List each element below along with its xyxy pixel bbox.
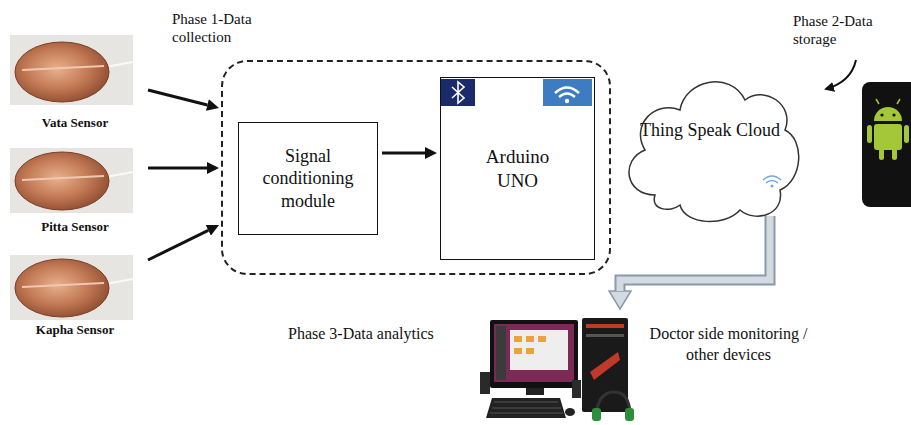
android-head: [874, 107, 902, 121]
bluetooth-icon: [441, 79, 475, 106]
launcher-bar: [496, 326, 506, 380]
connector-arrow: [382, 153, 425, 154]
bluetooth-rune: [452, 82, 464, 103]
drive-bay: [586, 334, 624, 337]
connector-arrow: [148, 168, 207, 169]
monitor-screen: [494, 324, 574, 382]
connector-arrow: [148, 90, 207, 105]
sensor-node: Vata Sensor: [5, 33, 145, 131]
android-arm: [904, 125, 909, 143]
photo-ground: [10, 148, 133, 213]
sensor-label: Pitta Sensor: [41, 219, 109, 235]
computer-node: Doctor side monitoring / other devices: [488, 312, 823, 422]
photo-ground: [10, 35, 133, 105]
monitor-frame: [490, 320, 578, 388]
wifi-dot: [771, 185, 774, 188]
sensor-photo: [10, 148, 133, 213]
phase-label: Phase 2-Data storage: [793, 12, 893, 48]
android-eye: [892, 113, 895, 116]
window: [510, 330, 568, 370]
wifi-dot: [565, 99, 569, 103]
folder-icon: [514, 336, 522, 342]
icon-ground: [543, 79, 592, 106]
sensor-label: Vata Sensor: [42, 115, 108, 131]
android-body: [874, 124, 902, 150]
android-antenna: [876, 99, 879, 104]
node-label: Thing Speak Cloud: [640, 120, 780, 142]
connector-line: [148, 230, 208, 260]
wifi-icon: [543, 79, 592, 106]
folder-icon: [526, 336, 534, 342]
connector-arrow: [620, 216, 770, 291]
copper-disc: [15, 259, 109, 317]
folder-icon: [526, 348, 534, 354]
photo-ground: [10, 255, 133, 320]
speaker: [480, 372, 490, 394]
wifi-arc: [559, 94, 575, 98]
monitor-stand: [526, 388, 544, 395]
phone-body: [862, 82, 911, 207]
phase-label: Phase 3-Data analytics: [288, 324, 434, 343]
wifi-arc: [763, 176, 781, 180]
node-label: Doctor side monitoring / other devices: [646, 324, 811, 366]
node-label: Signal conditioning module: [248, 145, 368, 213]
disc-strip: [22, 66, 104, 70]
process-box: Signal conditioning module: [238, 122, 378, 235]
cloud-node: Thing Speak Cloud: [615, 55, 805, 227]
headphones-cup: [625, 408, 634, 421]
pointer-arrow: [826, 60, 856, 89]
tower-light: [586, 324, 624, 328]
folder-icon: [538, 336, 546, 342]
speaker: [572, 380, 581, 398]
phase-label: Phase 1-Data collection: [172, 10, 272, 46]
android-antenna: [897, 99, 900, 104]
computer-picture: [480, 318, 634, 421]
copper-disc: [15, 152, 109, 210]
sensor-photo: [10, 35, 133, 105]
wifi-arc: [766, 181, 778, 184]
icon-ground: [441, 79, 475, 106]
connector-line: [382, 152, 425, 155]
process-box: Arduino UNO: [440, 77, 595, 260]
disc-strip: [22, 283, 104, 287]
tower-stripe: [590, 352, 620, 380]
connector-line: [620, 216, 770, 291]
keyboard: [486, 398, 566, 418]
node-label: Arduino UNO: [477, 145, 559, 193]
disc-strip: [22, 176, 104, 180]
connector-line: [148, 90, 207, 105]
headphones-band: [596, 392, 630, 416]
cloud-shape: [629, 82, 799, 222]
connector-line: [148, 167, 207, 170]
sensor-node: Pitta Sensor: [5, 145, 145, 235]
sensor-label: Kapha Sensor: [36, 322, 114, 338]
android-leg: [879, 148, 884, 160]
device-group: Signal conditioning module Arduino UNO: [221, 60, 611, 275]
sensor-photo: [10, 255, 133, 320]
cloud-outline: [615, 55, 805, 227]
android-arm: [867, 125, 872, 143]
android-phone: [862, 82, 911, 207]
wifi-arc: [555, 88, 579, 94]
keyboard-keys: [490, 402, 563, 413]
cloud-wifi-symbol: [763, 176, 781, 188]
pc-tower: [582, 318, 628, 412]
mouse: [565, 408, 575, 416]
android-eye: [880, 113, 883, 116]
connector-fill: [620, 216, 770, 291]
copper-disc: [15, 42, 109, 102]
android-leg: [892, 148, 897, 160]
folder-icon: [514, 348, 522, 354]
sensor-node: Kapha Sensor: [5, 252, 145, 338]
headphones-cup: [592, 408, 601, 421]
connector-arrow: [148, 230, 208, 260]
